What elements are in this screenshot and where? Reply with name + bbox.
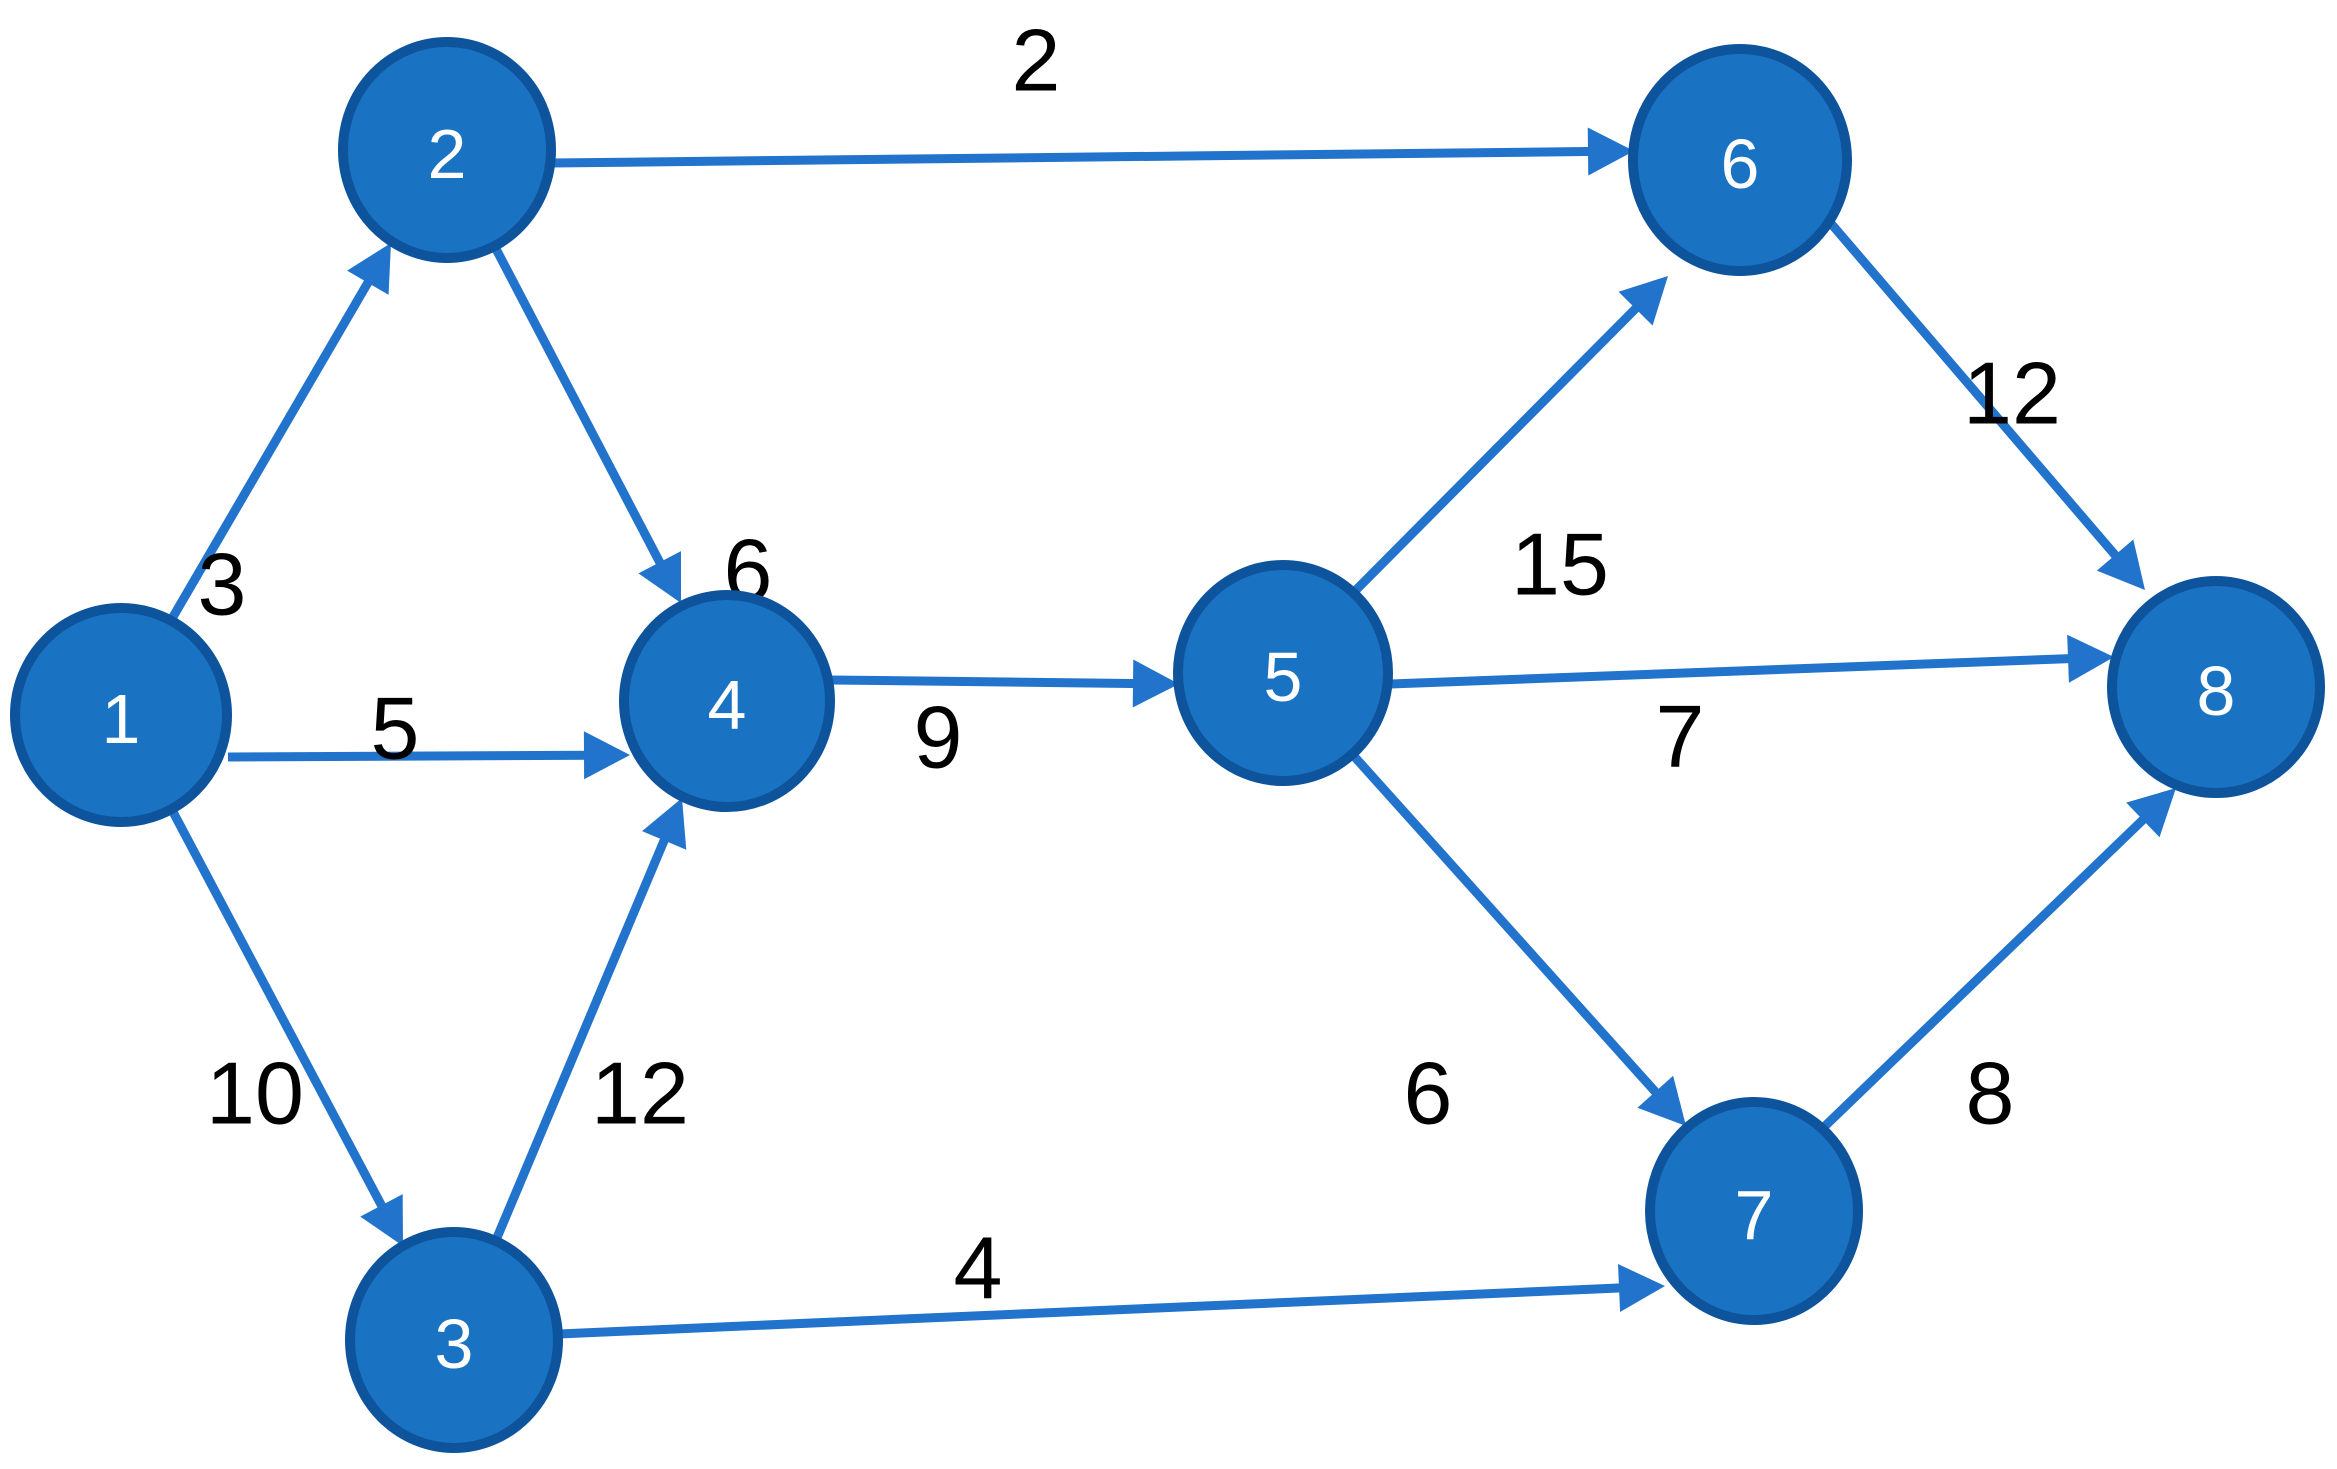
arrowhead-5-7 xyxy=(1637,1075,1686,1126)
node-2-label: 2 xyxy=(428,115,467,193)
node-7 xyxy=(1645,1097,1863,1325)
edge-7-8 xyxy=(1819,810,2152,1132)
edge-weight-5-8: 7 xyxy=(1656,687,1705,786)
edge-weight-2-6: 2 xyxy=(1012,11,1061,110)
arrowhead-4-5 xyxy=(1132,659,1179,708)
node-8 xyxy=(2107,576,2325,798)
edge-weight-1-4: 5 xyxy=(371,679,420,778)
node-6 xyxy=(1628,44,1852,276)
edge-weight-4-5: 9 xyxy=(914,688,963,787)
node-3-label: 3 xyxy=(435,1305,474,1383)
edge-weight-1-2: 3 xyxy=(198,535,247,634)
node-2 xyxy=(338,37,556,263)
node-5-label: 5 xyxy=(1264,638,1303,716)
arrowhead-2-4 xyxy=(638,551,681,603)
edge-3-7 xyxy=(558,1283,1628,1339)
edge-weight-3-4: 12 xyxy=(591,1044,689,1143)
arrowhead-6-8 xyxy=(2096,539,2145,590)
node-6-label: 6 xyxy=(1721,125,1760,203)
edge-5-6 xyxy=(1350,299,1645,596)
edge-1-2 xyxy=(166,273,376,625)
edge-2-6 xyxy=(551,146,1597,168)
arrowhead-3-4 xyxy=(642,798,687,850)
edge-weight-5-7: 6 xyxy=(1404,1044,1453,1143)
arrowhead-1-4 xyxy=(583,731,630,780)
arrowhead-3-7 xyxy=(1618,1264,1665,1312)
arrowhead-2-6 xyxy=(1587,127,1634,176)
node-3 xyxy=(345,1227,563,1453)
edge-1-4 xyxy=(227,750,593,762)
node-1-label: 1 xyxy=(102,680,141,758)
edge-weight-3-7: 4 xyxy=(954,1219,1003,1318)
edge-weight-6-8: 12 xyxy=(1963,344,2061,443)
edge-1-3 xyxy=(168,807,390,1215)
edge-4-5 xyxy=(830,675,1142,689)
arrowhead-7-8 xyxy=(2126,788,2176,838)
arrowhead-5-8 xyxy=(2067,634,2114,683)
edge-weight-5-6: 15 xyxy=(1511,515,1609,614)
node-4 xyxy=(619,590,835,812)
edge-6-8 xyxy=(1824,217,2124,565)
node-7-label: 7 xyxy=(1735,1176,1774,1254)
arrowhead-1-2 xyxy=(347,243,391,295)
arrowhead-1-3 xyxy=(360,1194,403,1246)
node-4-label: 4 xyxy=(708,666,747,744)
edge-5-7 xyxy=(1349,751,1665,1101)
edge-weight-1-3: 10 xyxy=(206,1044,304,1143)
node-1 xyxy=(10,603,232,827)
edge-2-4 xyxy=(491,244,668,572)
edge-3-4 xyxy=(491,831,672,1242)
edge-5-8 xyxy=(1389,653,2077,689)
node-8-label: 8 xyxy=(2197,652,2236,730)
arrowhead-5-6 xyxy=(1618,276,1668,326)
node-5 xyxy=(1173,560,1393,786)
edge-weight-7-8: 8 xyxy=(1966,1044,2015,1143)
